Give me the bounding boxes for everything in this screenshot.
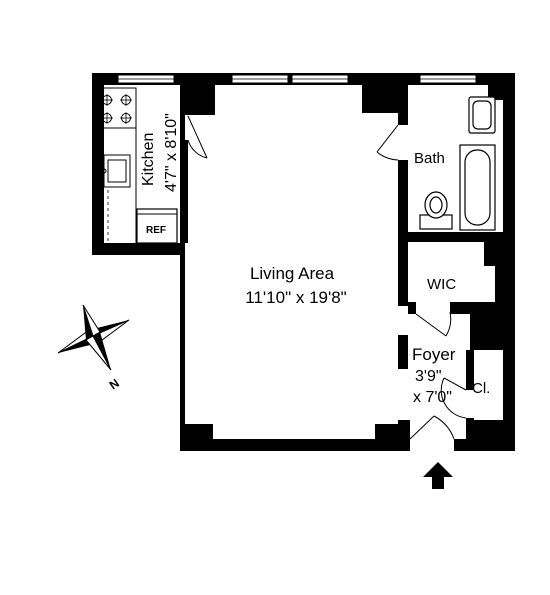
refrigerator: REF (136, 208, 178, 244)
living-dims: 11'10" x 19'8" (245, 288, 346, 307)
sink-icon (101, 154, 131, 188)
foyer-dim2: x 7'0" (413, 389, 452, 406)
kitchen-name: Kitchen (140, 133, 157, 186)
living-name: Living Area (250, 264, 335, 283)
sink-bath-icon (468, 96, 496, 134)
entry-arrow-icon (423, 462, 453, 489)
foyer-name: Foyer (412, 345, 456, 364)
wic-name: WIC (427, 276, 456, 293)
bathtub-icon (459, 144, 496, 231)
toilet-icon (419, 191, 453, 230)
ref-label: REF (146, 225, 166, 236)
entry-door (409, 415, 455, 440)
kitchen-door (187, 115, 208, 159)
bath-fixtures (419, 96, 496, 231)
closet-door (440, 377, 467, 419)
kitchen-counter (97, 87, 137, 243)
foyer-dim1: 3'9" (415, 368, 442, 385)
wic-door (415, 311, 452, 337)
doors (187, 115, 467, 440)
stove-icon (101, 94, 132, 124)
closet-name: Cl. (472, 380, 490, 397)
bath-door (376, 124, 399, 161)
bath-name: Bath (414, 150, 445, 167)
compass-icon: N (57, 304, 130, 392)
compass-north-label: N (107, 376, 122, 392)
kitchen-dims: 4'7" x 8'10" (163, 113, 180, 192)
